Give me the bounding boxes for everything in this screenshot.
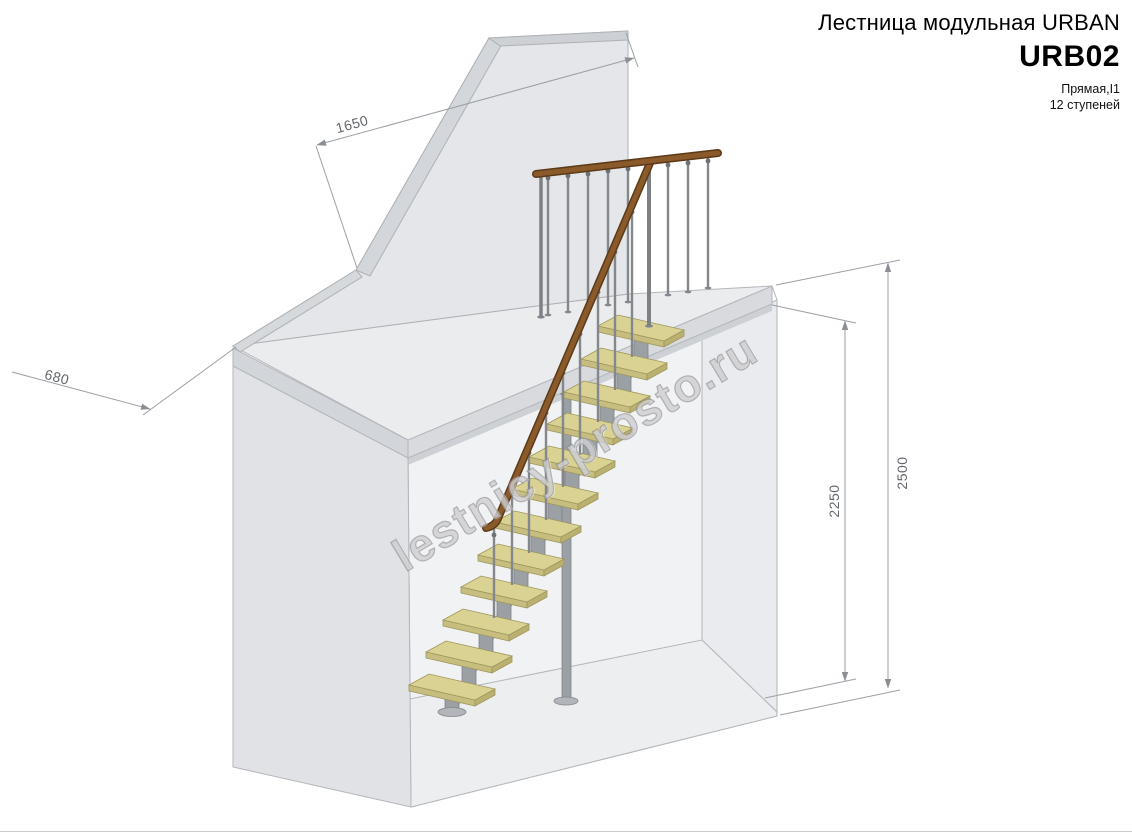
product-line-title: Лестница модульная URBAN <box>818 10 1120 35</box>
dimension-label-floor-to-ceiling: 2500 <box>894 456 910 490</box>
stair-balusters <box>492 205 634 618</box>
steps-count-label: 12 ступеней <box>1049 98 1120 112</box>
handrail <box>482 149 722 532</box>
title-block: Лестница модульная URBAN URB02 Прямая,I1… <box>818 10 1120 112</box>
model-code: URB02 <box>1019 40 1120 73</box>
stair-type-label: Прямая,I1 <box>1061 82 1120 96</box>
treads <box>407 314 686 707</box>
platform-sphere-connectors <box>545 158 711 181</box>
platform-balusters <box>546 155 710 315</box>
railing <box>482 149 722 618</box>
dimension-label-floor-to-platform: 2250 <box>826 484 842 518</box>
staircase <box>407 314 686 717</box>
base-plate <box>437 707 467 717</box>
dimension-lines <box>11 32 901 716</box>
